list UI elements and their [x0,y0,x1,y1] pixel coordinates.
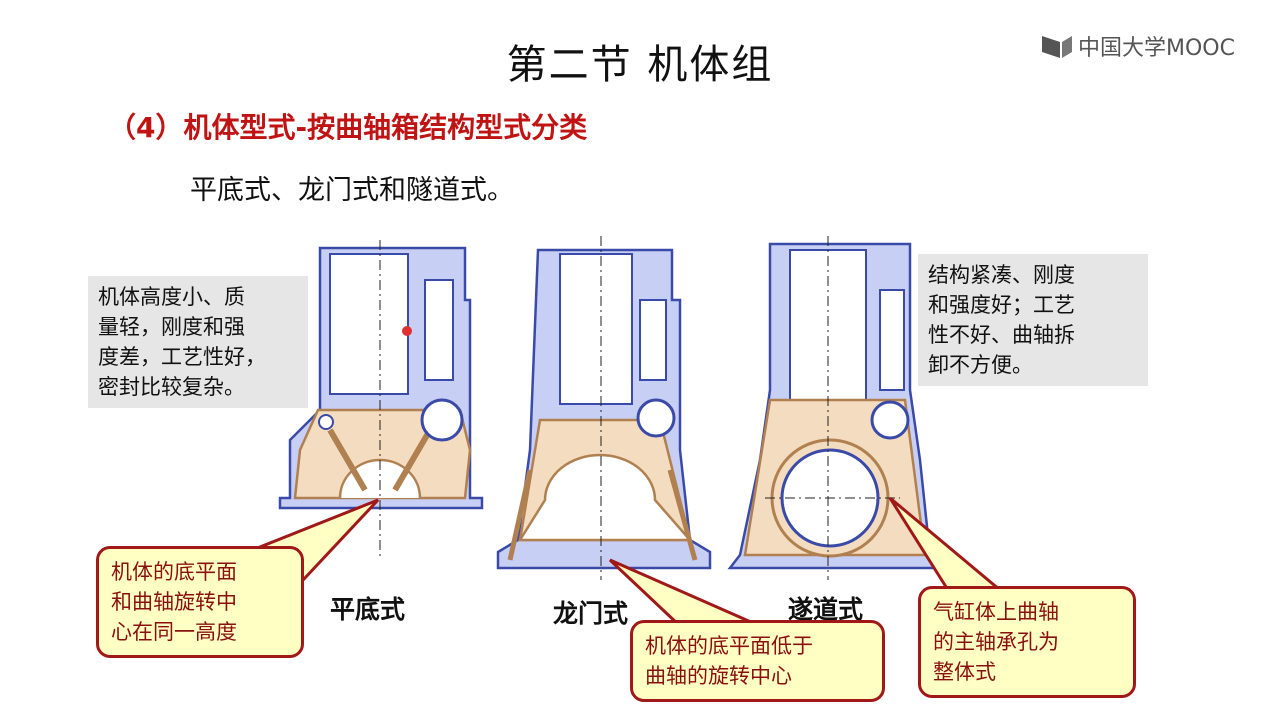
flat-bottom-block [278,240,484,560]
callout-tunnel: 气缸体上曲轴 的主轴承孔为 整体式 [918,586,1136,698]
callout-pointer-gantry [608,558,761,628]
callout-gantry: 机体的底平面低于 曲轴的旋转中心 [630,620,885,702]
mooc-logo-icon [1042,36,1072,58]
flat-bottom-note: 机体高度小、质 量轻，刚度和强 度差，工艺性好， 密封比较复杂。 [88,276,308,408]
label-flat-bottom: 平底式 [330,595,406,624]
section-subtitle: （4）机体型式-按曲轴箱结构型式分类 [108,111,588,144]
mooc-logo: 中国大学MOOC [1040,30,1235,62]
intro-text: 平底式、龙门式和隧道式。 [190,175,514,206]
label-tunnel: 遂道式 [788,595,864,624]
pointer-dot [402,326,412,336]
logo-text: 中国大学MOOC [1078,36,1235,61]
label-gantry: 龙门式 [553,599,629,628]
gantry-block [496,236,712,580]
tunnel-block [727,236,941,580]
page-title: 第二节 机体组 [506,42,774,88]
tunnel-note: 结构紧凑、刚度 和强度好；工艺 性不好、曲轴拆 卸不方便。 [918,254,1148,386]
callout-flat-bottom: 机体的底平面 和曲轴旋转中 心在同一高度 [96,546,304,658]
